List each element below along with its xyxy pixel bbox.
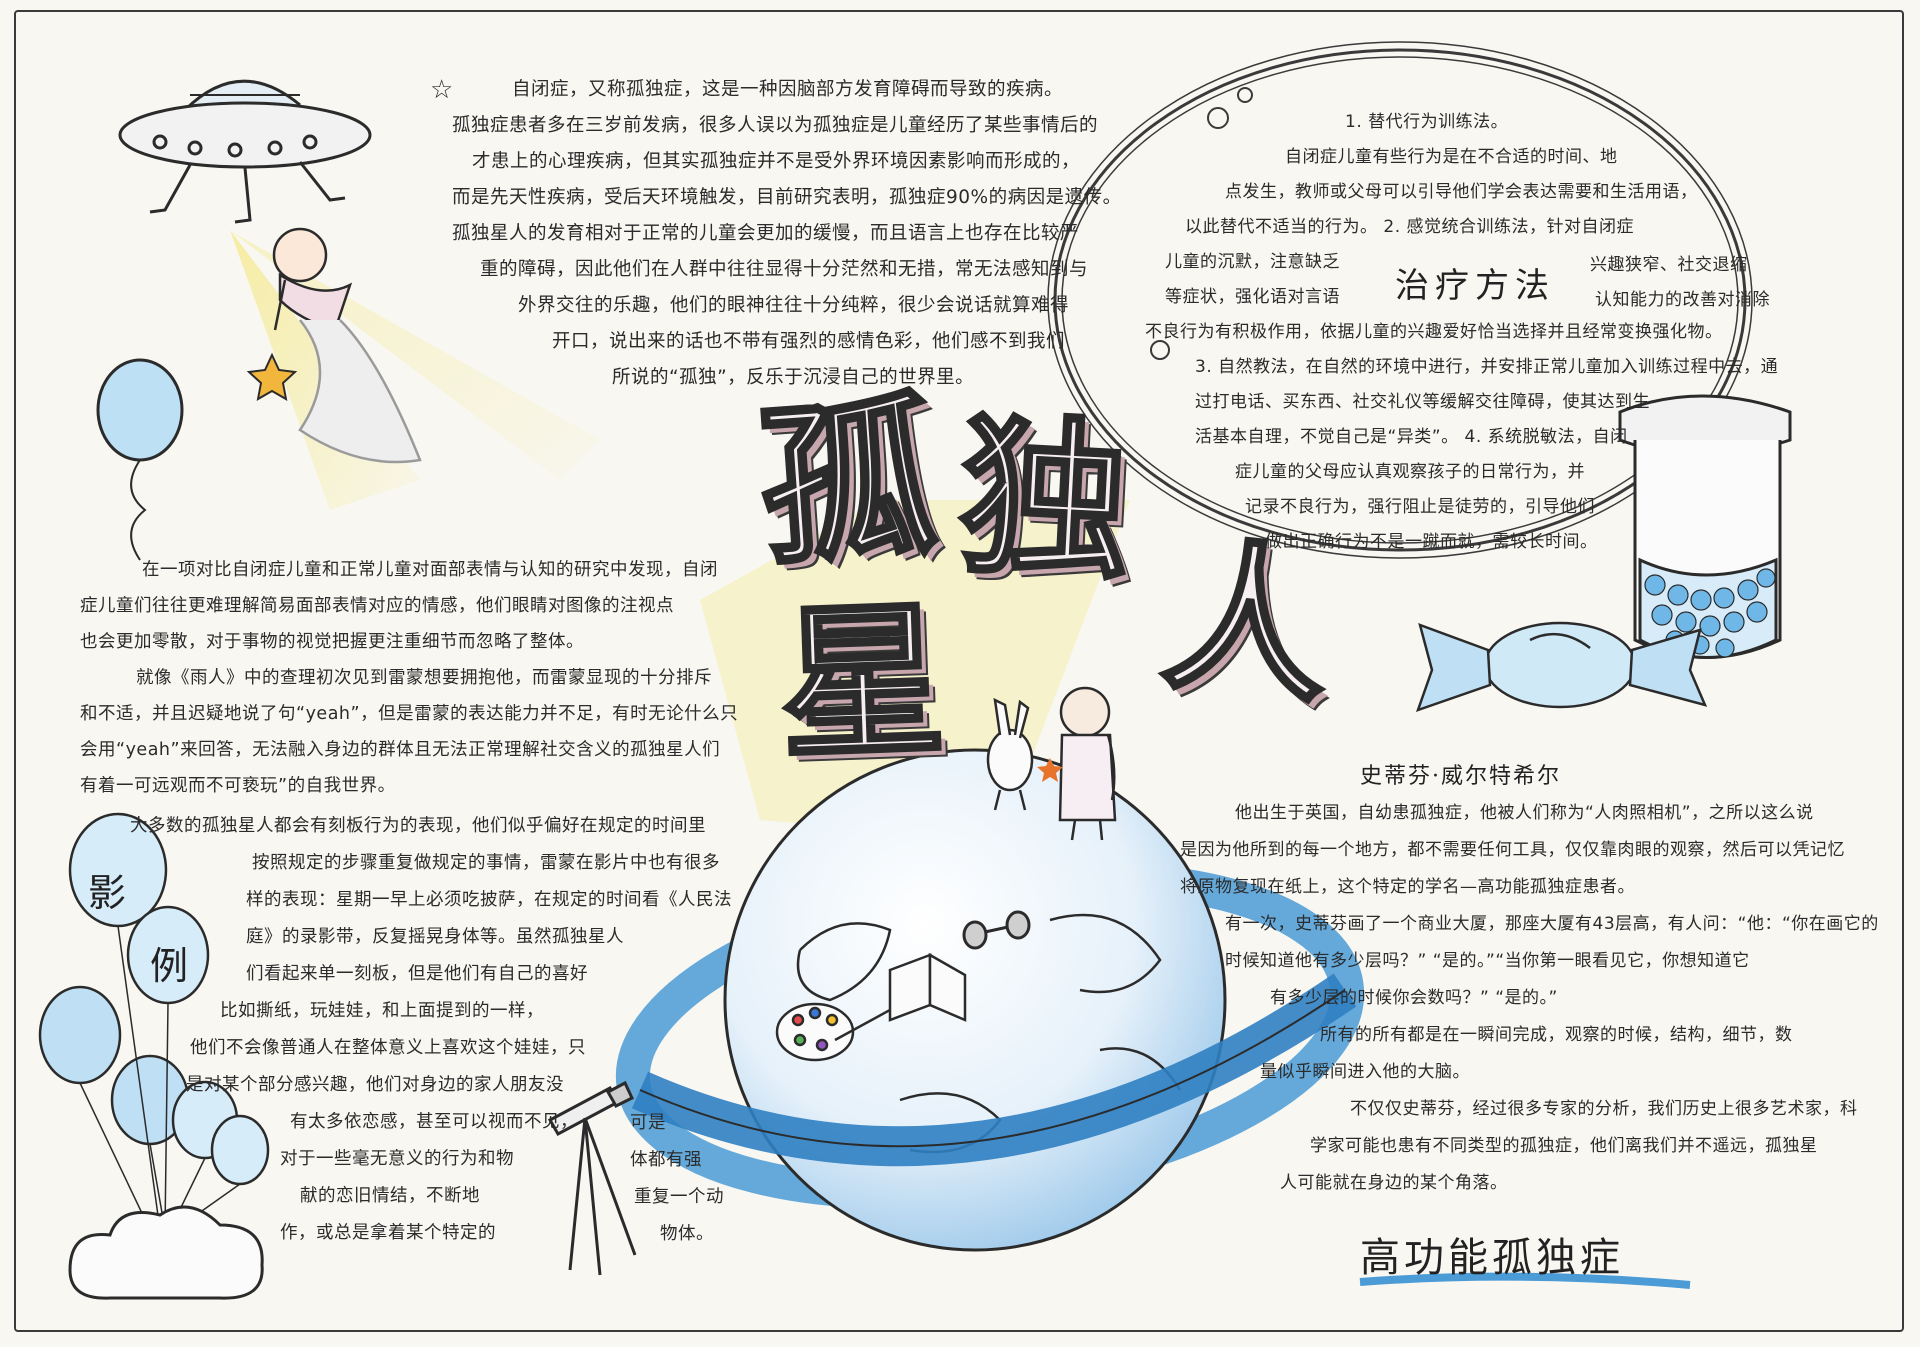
candy-icon — [1415, 621, 1708, 713]
rabbit-icon — [986, 697, 1034, 811]
treatment-heading: 治疗方法 — [1395, 266, 1555, 306]
examples-line: 可是 — [630, 1113, 666, 1133]
wiltshire-line: 将原物复现在纸上，这个特定的学名—高功能孤独症患者。 — [1180, 877, 1635, 897]
poster-border — [14, 10, 1904, 1332]
wiltshire-heading: 史蒂芬·威尔特希尔 — [1360, 764, 1561, 789]
treatment-line: 等症状，强化语对言语 — [1165, 287, 1340, 307]
examples-line: 作，或总是拿着某个特定的 — [280, 1223, 496, 1243]
treatment-side-text: 认知能力的改善对消除 — [1595, 290, 1770, 310]
treatment-line: 做出正确行为不是一蹴而就，需较长时间。 — [1265, 532, 1598, 552]
study-line: 会用“yeah”来回答，无法融入身边的群体且无法正常理解社交含义的孤独星人们 — [80, 740, 721, 760]
balloon-label: 影 — [88, 871, 127, 915]
jar-icon — [1618, 394, 1792, 659]
intro-line: 才患上的心理疾病，但其实孤独症并不是受外界环境因素影响而形成的， — [472, 151, 1081, 172]
dumbbell-icon — [962, 910, 1031, 950]
examples-line: 庭》的录影带，反复摇晃身体等。虽然孤独星人 — [246, 927, 624, 947]
examples-line: 对于一些毫无意义的行为和物 — [280, 1149, 514, 1169]
treatment-line: 以此替代不适当的行为。 2. 感觉统合训练法，针对自闭症 — [1185, 217, 1635, 237]
star-icon — [246, 352, 298, 401]
wiltshire-line: 人可能就在身边的某个角落。 — [1280, 1173, 1508, 1193]
title-char-1: 孤 — [751, 372, 944, 593]
examples-line: 有太多依恋感，甚至可以视而不见， — [290, 1112, 578, 1132]
book-icon — [888, 952, 967, 1022]
wiltshire-line: 量似乎瞬间进入他的大脑。 — [1260, 1062, 1470, 1082]
title-char-2: 独 — [953, 394, 1137, 607]
wiltshire-line: 是因为他所到的每一个地方，都不需要任何工具，仅仅靠肉眼的观察，然后可以凭记忆 — [1180, 840, 1845, 860]
intro-text: 自闭症，又称孤独症，这是一种因脑部方发育障碍而导致的疾病。 孤独症患者多在三岁前… — [452, 72, 1122, 396]
balloon-label: 例 — [150, 944, 189, 988]
treatment-line: 症儿童的父母应认真观察孩子的日常行为，并 — [1235, 462, 1585, 482]
examples-line: 们看起来单一刻板，但是他们有自己的喜好 — [246, 964, 588, 984]
girl-on-planet-icon — [1058, 686, 1117, 841]
wiltshire-line: 所有的所有都是在一瞬间完成，观察的时候，结构，细节，数 — [1320, 1025, 1793, 1045]
treatment-line: 点发生，教师或父母可以引导他们学会表达需要和生活用语， — [1225, 182, 1698, 202]
planet-icon — [615, 748, 1365, 1252]
wiltshire-line: 有多少层的时候你会数吗？” “是的。” — [1270, 988, 1558, 1008]
intro-line: 所说的“孤独”，反乐于沉浸自己的世界里。 — [612, 367, 975, 388]
intro-line: 重的障碍，因此他们在人群中往往显得十分茫然和无措，常无法感知到与 — [480, 259, 1089, 280]
treatment-side-text: 兴趣狭窄、社交退缩 — [1590, 255, 1748, 275]
treatment-line: 不良行为有积极作用，依据儿童的兴趣爱好恰当选择并且经常变换强化物。 — [1145, 322, 1723, 342]
examples-line: 按照规定的步骤重复做规定的事情，雷蒙在影片中也有很多 — [252, 853, 720, 873]
ufo-icon — [118, 79, 372, 224]
treatment-circle — [1047, 41, 1753, 559]
study-line: 和不适，并且迟疑地说了句“yeah”，但是雷蒙的表达能力并不足，有时无论什么只 — [80, 704, 739, 724]
cloud-icon — [68, 1205, 264, 1300]
balloon-cluster — [38, 812, 270, 1231]
intro-line: 而是先天性疾病，受后天环境触发，目前研究表明，孤独症90%的病因是遗传。 — [452, 187, 1122, 208]
examples-line: 重复一个动 — [634, 1187, 724, 1207]
treatment-line: 过打电话、买东西、社交礼仪等缓解交往障碍，使其达到生 — [1195, 392, 1650, 412]
intro-line: 外界交往的乐趣，他们的眼神往往十分纯粹，很少会说话就算难得 — [518, 295, 1070, 316]
banner-underline — [1359, 1272, 1691, 1289]
examples-line: 他们不会像普通人在整体意义上喜欢这个娃娃，只 — [190, 1038, 586, 1058]
intro-line: 自闭症，又称孤独症，这是一种因脑部方发育障碍而导致的疾病。 — [512, 79, 1064, 100]
intro-line: 孤独星人的发育相对于正常的儿童会更加的缓慢，而且语言上也存在比较严 — [452, 223, 1080, 244]
treatment-line: 记录不良行为，强行阻止是徒劳的，引导他们 — [1245, 497, 1595, 517]
treatment-line: 儿童的沉默，注意缺乏 — [1165, 252, 1340, 272]
treatment-text: 1. 替代行为训练法。 自闭症儿童有些行为是在不合适的时间、地 点发生，教师或父… — [1145, 105, 1779, 560]
study-line: 有着一可远观而不可亵玩”的自我世界。 — [80, 776, 396, 796]
wiltshire-line: 有一次，史蒂芬画了一个商业大厦，那座大厦有43层高，有人问：“他：“你在画它的 — [1225, 914, 1879, 934]
wiltshire-line: 时候知道他有多少层吗？” “是的。”“当你第一眼看见它，你想知道它 — [1225, 951, 1750, 971]
study-text: 在一项对比自闭症儿童和正常儿童对面部表情与认知的研究中发现，自闭 症儿童们往往更… — [80, 552, 738, 804]
wiltshire-line: 他出生于英国，自幼患孤独症，他被人们称为“人肉照相机”，之所以这么说 — [1235, 803, 1814, 823]
study-line: 在一项对比自闭症儿童和正常儿童对面部表情与认知的研究中发现，自闭 — [142, 560, 718, 580]
treatment-line: 1. 替代行为训练法。 — [1345, 112, 1509, 132]
study-line: 也会更加零散，对于事物的视觉把握更注重细节而忽略了整体。 — [80, 632, 584, 652]
examples-line: 比如撕纸，玩娃娃，和上面提到的一样， — [220, 1001, 544, 1021]
examples-line: 样的表现：星期一早上必须吃披萨，在规定的时间看《人民法 — [246, 890, 732, 910]
treatment-line: 3. 自然教法，在自然的环境中进行，并安排正常儿童加入训练过程中去，通 — [1195, 357, 1779, 377]
wiltshire-text: 他出生于英国，自幼患孤独症，他被人们称为“人肉照相机”，之所以这么说 是因为他所… — [1180, 795, 1879, 1202]
examples-line: 大多数的孤独星人都会有刻板行为的表现，他们似乎偏好在规定的时间里 — [130, 816, 706, 836]
examples-line: 献的恋旧情结，不断地 — [300, 1186, 480, 1206]
banner-title: 高功能孤独症 — [1360, 1235, 1624, 1281]
balloon-icon — [96, 358, 184, 561]
examples-line: 物体。 — [660, 1224, 714, 1244]
title-char-3: 星 — [775, 580, 951, 784]
star-icon — [1037, 758, 1063, 782]
intro-line: 孤独症患者多在三岁前发病，很多人误以为孤独症是儿童经历了某些事情后的 — [452, 115, 1099, 136]
telescope-icon — [547, 1080, 637, 1276]
examples-text-b: 可是 体都有强 重复一个动 物体。 — [630, 1105, 724, 1253]
wiltshire-line: 不仅仅史蒂芬，经过很多专家的分析，我们历史上很多艺术家，科 — [1350, 1099, 1858, 1119]
palette-icon — [775, 1002, 891, 1062]
treatment-line: 自闭症儿童有些行为是在不合适的时间、地 — [1285, 147, 1618, 167]
girl-icon — [272, 227, 422, 464]
examples-line: 是对某个部分感兴趣，他们对身边的家人朋友没 — [186, 1075, 564, 1095]
study-line: 症儿童们往往更难理解简易面部表情对应的情感，他们眼睛对图像的注视点 — [80, 596, 674, 616]
star-icon: ☆ — [430, 75, 454, 105]
study-line: 就像《雨人》中的查理初次见到雷蒙想要拥抱他，而雷蒙显现的十分排斥 — [136, 668, 712, 688]
treatment-line: 活基本自理，不觉自己是“异类”。 4. 系统脱敏法，自闭 — [1195, 427, 1628, 447]
intro-line: 开口，说出来的话也不带有强烈的感情色彩，他们感不到我们 — [552, 331, 1066, 352]
examples-text: 大多数的孤独星人都会有刻板行为的表现，他们似乎偏好在规定的时间里 按照规定的步骤… — [130, 808, 732, 1252]
wiltshire-line: 学家可能也患有不同类型的孤独症，他们离我们并不遥远，孤独星 — [1310, 1136, 1818, 1156]
examples-line: 体都有强 — [630, 1150, 702, 1170]
